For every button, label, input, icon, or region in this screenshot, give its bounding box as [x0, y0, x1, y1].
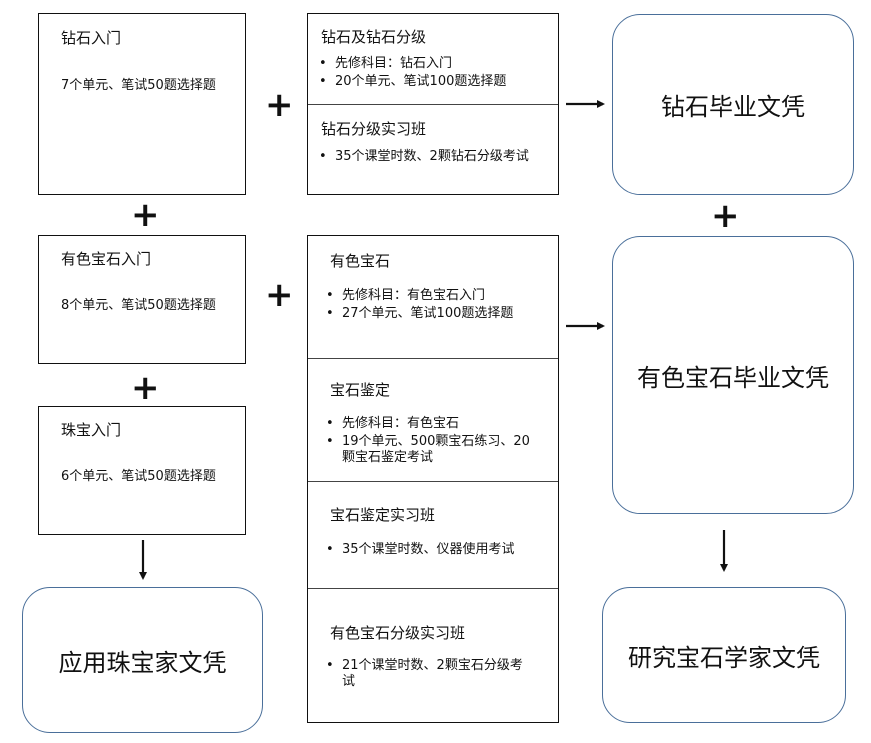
colored-divider-3 [308, 588, 558, 589]
colored-grading-lab-title: 有色宝石分级实习班 [330, 624, 466, 642]
diamond-grading-bullet-2: 20个单元、笔试100题选择题 [313, 74, 553, 90]
colored-courses-box: 有色宝石 先修科目：有色宝石入门 27个单元、笔试100题选择题 宝石鉴定 先修… [307, 235, 559, 723]
diamond-intro-box: 钻石入门 7个单元、笔试50题选择题 [38, 13, 246, 195]
colored-diploma-box: 有色宝石毕业文凭 [612, 236, 854, 514]
diamond-intro-desc: 7个单元、笔试50题选择题 [61, 78, 216, 93]
jewelry-diploma-box: 应用珠宝家文凭 [22, 587, 263, 733]
diamond-box-divider [308, 104, 558, 105]
diamond-courses-box: 钻石及钻石分级 先修科目：钻石入门 20个单元、笔试100题选择题 钻石分级实习… [307, 13, 559, 195]
gem-id-bullet-1: 先修科目：有色宝石 [320, 416, 555, 432]
diamond-lab-title: 钻石分级实习班 [321, 120, 427, 138]
diamond-lab-bullet-1: 35个课堂时数、2颗钻石分级考试 [313, 149, 553, 165]
colored-divider-1 [308, 358, 558, 359]
plus-sign: + [131, 195, 160, 235]
plus-sign: + [131, 368, 160, 408]
diamond-intro-title: 钻石入门 [61, 29, 122, 47]
diamond-grading-title: 钻石及钻石分级 [321, 28, 427, 46]
colored-divider-2 [308, 481, 558, 482]
plus-sign: + [265, 275, 294, 315]
gem-id-bullet-2: 19个单元、500颗宝石练习、20颗宝石鉴定考试 [320, 434, 530, 466]
colored-intro-title: 有色宝石入门 [61, 250, 152, 268]
gem-id-lab-title: 宝石鉴定实习班 [330, 506, 436, 524]
colored-intro-desc: 8个单元、笔试50题选择题 [61, 298, 216, 313]
colored-intro-box: 有色宝石入门 8个单元、笔试50题选择题 [38, 235, 246, 364]
jewelry-intro-title: 珠宝入门 [61, 421, 122, 439]
colored-stones-bullet-1: 先修科目：有色宝石入门 [320, 288, 555, 304]
diamond-grading-bullet-1: 先修科目：钻石入门 [313, 56, 553, 72]
colored-grading-lab-bullet-1: 21个课堂时数、2颗宝石分级考试 [320, 658, 530, 690]
plus-sign: + [711, 196, 740, 236]
jewelry-intro-box: 珠宝入门 6个单元、笔试50题选择题 [38, 406, 246, 535]
jewelry-intro-desc: 6个单元、笔试50题选择题 [61, 469, 216, 484]
gemologist-diploma-box: 研究宝石学家文凭 [602, 587, 846, 723]
colored-stones-bullet-2: 27个单元、笔试100题选择题 [320, 306, 555, 322]
gem-id-title: 宝石鉴定 [330, 381, 391, 399]
gem-id-lab-bullet-1: 35个课堂时数、仪器使用考试 [320, 542, 555, 558]
colored-stones-title: 有色宝石 [330, 252, 391, 270]
diamond-diploma-box: 钻石毕业文凭 [612, 14, 854, 195]
plus-sign: + [265, 85, 294, 125]
